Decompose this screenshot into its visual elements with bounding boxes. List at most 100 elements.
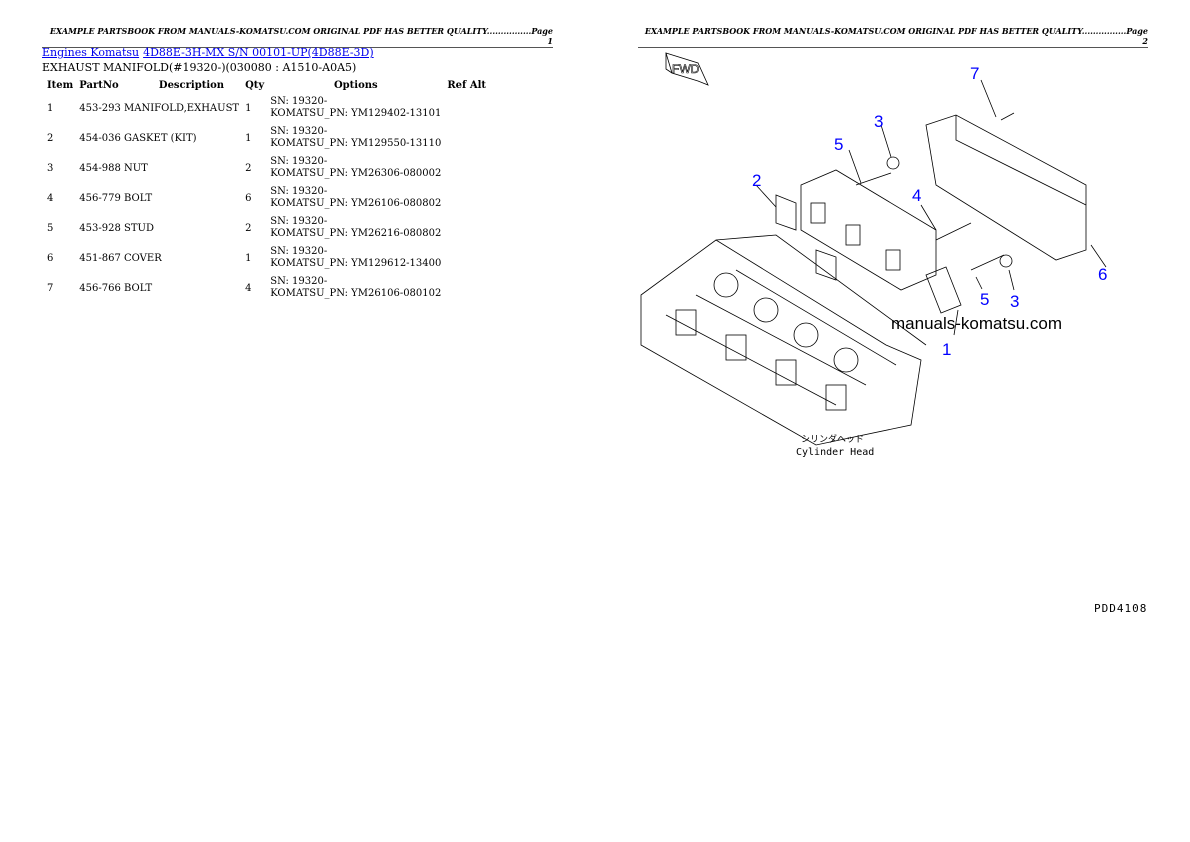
cell-part: 456-779 BOLT bbox=[76, 183, 242, 213]
cell-partno: 454-036 bbox=[79, 132, 121, 144]
fwd-arrow-icon: FWD bbox=[665, 52, 709, 86]
cell-partno: 456-766 bbox=[79, 282, 121, 294]
callout-5: 5 bbox=[834, 135, 843, 154]
col-options: Options bbox=[333, 79, 378, 91]
bolts-drawing bbox=[855, 112, 1015, 271]
option-pn: KOMATSU_PN: YM26306-080002 bbox=[270, 168, 442, 179]
option-pn: KOMATSU_PN: YM26106-080802 bbox=[270, 198, 442, 209]
cell-options: SN: 19320-KOMATSU_PN: YM26306-080002 bbox=[267, 153, 444, 183]
cell-description: MANIFOLD,EXHAUST bbox=[124, 102, 240, 114]
option-sn: SN: 19320- bbox=[270, 96, 328, 107]
cell-item: 3 bbox=[47, 162, 54, 174]
cover-drawing bbox=[925, 114, 1087, 261]
callout-3: 3 bbox=[874, 112, 883, 131]
option-sn: SN: 19320- bbox=[270, 186, 328, 197]
cell-part: 454-036 GASKET (KIT) bbox=[76, 123, 242, 153]
cell-qty: 1 bbox=[245, 132, 252, 144]
cell-description: NUT bbox=[124, 162, 148, 174]
cell-part: 453-928 STUD bbox=[76, 213, 242, 243]
cell-part: 451-867 COVER bbox=[76, 243, 242, 273]
cell-partno: 453-293 bbox=[79, 102, 121, 114]
cell-partno: 451-867 bbox=[79, 252, 121, 264]
callout-1: 1 bbox=[942, 340, 951, 359]
cell-options: SN: 19320-KOMATSU_PN: YM26106-080102 bbox=[267, 273, 444, 303]
manifold-drawing bbox=[775, 169, 962, 314]
parts-table: Item PartNo Description Qty Options Ref … bbox=[44, 77, 489, 303]
jp-label: シリンダヘッド bbox=[801, 433, 864, 445]
cell-refalt bbox=[444, 213, 489, 243]
callout-3b: 3 bbox=[1010, 292, 1019, 311]
cell-item: 5 bbox=[47, 222, 54, 234]
exploded-diagram: FWD 7 3 5 2 4 6 3 5 1 manuals-komatsu.co… bbox=[640, 52, 1107, 458]
callout-7: 7 bbox=[970, 64, 979, 83]
drawing-code: PDD4108 bbox=[1094, 602, 1148, 615]
cylinder-head-drawing bbox=[640, 234, 927, 446]
cell-description: COVER bbox=[124, 252, 162, 264]
cell-qty: 4 bbox=[245, 282, 252, 294]
cell-item: 6 bbox=[47, 252, 54, 264]
cell-item: 2 bbox=[47, 132, 54, 144]
cell-refalt bbox=[444, 153, 489, 183]
cell-qty: 6 bbox=[245, 192, 252, 204]
cell-partno: 456-779 bbox=[79, 192, 121, 204]
cell-description: GASKET (KIT) bbox=[124, 132, 197, 144]
option-sn: SN: 19320- bbox=[270, 276, 328, 287]
cell-refalt bbox=[444, 183, 489, 213]
col-refalt: Ref Alt bbox=[447, 79, 487, 91]
cell-description: BOLT bbox=[124, 282, 153, 294]
col-qty: Qty bbox=[245, 79, 265, 91]
col-partno: PartNo bbox=[79, 79, 119, 91]
cell-refalt bbox=[444, 93, 489, 123]
option-pn: KOMATSU_PN: YM26216-080802 bbox=[270, 228, 442, 239]
callout-4: 4 bbox=[912, 186, 921, 205]
cell-qty: 1 bbox=[245, 252, 252, 264]
option-sn: SN: 19320- bbox=[270, 246, 328, 257]
cell-options: SN: 19320-KOMATSU_PN: YM129402-13101 bbox=[267, 93, 444, 123]
option-sn: SN: 19320- bbox=[270, 216, 328, 227]
cell-refalt bbox=[444, 273, 489, 303]
cell-description: BOLT bbox=[124, 192, 153, 204]
cell-qty: 2 bbox=[245, 162, 252, 174]
callout-5b: 5 bbox=[980, 290, 989, 309]
col-item: Item bbox=[47, 79, 74, 91]
cell-qty: 1 bbox=[245, 102, 252, 114]
section-title: EXHAUST MANIFOLD(#19320-)(030080 : A1510… bbox=[42, 61, 357, 74]
col-description: Description bbox=[158, 79, 225, 91]
cell-options: SN: 19320-KOMATSU_PN: YM129550-13110 bbox=[267, 123, 444, 153]
watermark: manuals-komatsu.com bbox=[891, 314, 1062, 333]
fwd-label: FWD bbox=[672, 62, 700, 76]
cell-description: STUD bbox=[124, 222, 154, 234]
callout-2: 2 bbox=[752, 171, 761, 190]
option-pn: KOMATSU_PN: YM26106-080102 bbox=[270, 288, 442, 299]
option-pn: KOMATSU_PN: YM129402-13101 bbox=[270, 108, 442, 119]
cell-partno: 454-988 bbox=[79, 162, 121, 174]
cell-item: 7 bbox=[47, 282, 54, 294]
breadcrumb-link-model[interactable]: 4D88E-3H-MX S/N 00101-UP(4D88E-3D) bbox=[143, 46, 374, 59]
cell-refalt bbox=[444, 243, 489, 273]
breadcrumb-link-engines[interactable]: Engines Komatsu bbox=[42, 46, 140, 59]
diagram-caption: Cylinder Head bbox=[796, 447, 874, 458]
cell-options: SN: 19320-KOMATSU_PN: YM26216-080802 bbox=[267, 213, 444, 243]
option-pn: KOMATSU_PN: YM129612-13400 bbox=[270, 258, 442, 269]
cell-refalt bbox=[444, 123, 489, 153]
cell-options: SN: 19320-KOMATSU_PN: YM129612-13400 bbox=[267, 243, 444, 273]
cell-part: 456-766 BOLT bbox=[76, 273, 242, 303]
page1-header: EXAMPLE PARTSBOOK FROM MANUALS-KOMATSU.C… bbox=[42, 26, 553, 48]
option-sn: SN: 19320- bbox=[270, 126, 328, 137]
option-sn: SN: 19320- bbox=[270, 156, 328, 167]
cell-part: 453-293 MANIFOLD,EXHAUST bbox=[76, 93, 242, 123]
table-header: Item PartNo Description Qty Options Ref … bbox=[44, 77, 489, 93]
cell-part: 454-988 NUT bbox=[76, 153, 242, 183]
cell-item: 1 bbox=[47, 102, 54, 114]
cell-item: 4 bbox=[47, 192, 54, 204]
callouts: 7 3 5 2 4 6 3 5 1 manuals-komatsu.com シリ… bbox=[752, 64, 1107, 458]
cell-options: SN: 19320-KOMATSU_PN: YM26106-080802 bbox=[267, 183, 444, 213]
